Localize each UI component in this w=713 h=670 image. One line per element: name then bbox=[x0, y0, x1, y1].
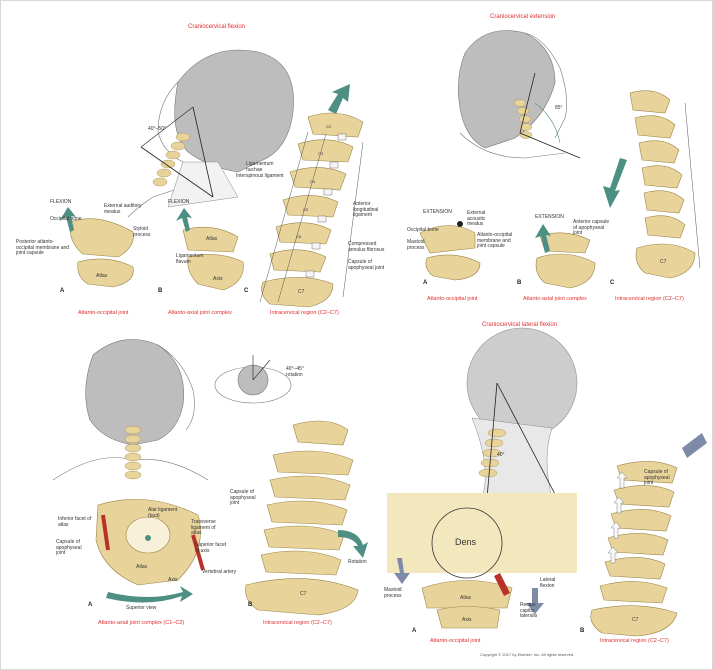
panel3-caption-b: Intracervical region (C2–C7) bbox=[263, 620, 332, 626]
svg-text:C5: C5 bbox=[303, 207, 309, 212]
label-flexion-b: FLEXION bbox=[168, 200, 189, 206]
panel2-caption-c: Intracervical region (C2–C7) bbox=[615, 296, 684, 302]
extension-angle-label: 85° bbox=[555, 106, 563, 112]
panel1-letter-b: B bbox=[158, 288, 162, 294]
label-atlanto-occ-mem: Atlanto-occipital membrane and joint cap… bbox=[477, 233, 519, 250]
neck-lateral bbox=[472, 418, 552, 498]
svg-text:C3: C3 bbox=[318, 151, 324, 156]
panel4-title: Craniocervical lateral flexion bbox=[482, 322, 557, 328]
label-atlas-a: Atlas bbox=[96, 274, 107, 280]
rotation-illustration bbox=[8, 330, 378, 665]
label-ext-aud: External auditory meatus bbox=[104, 204, 144, 215]
label-occ-bone: Occipital bone bbox=[407, 228, 439, 234]
label-c7-ext: C7 bbox=[660, 260, 666, 266]
flexion-arrow-c bbox=[328, 84, 350, 114]
label-atlas-lat: Atlas bbox=[460, 596, 471, 602]
cervical-column-ext bbox=[630, 91, 695, 278]
label-lig-nuchae: Ligamentum nuchae bbox=[246, 162, 286, 173]
label-ext-acoustic: External acoustic meatus bbox=[467, 211, 503, 228]
rotation-angle-label: 40°–45° rotation bbox=[286, 367, 308, 378]
label-styloid: Styloid process bbox=[133, 227, 163, 238]
panel1-caption-b: Atlanto-axial joint complex bbox=[168, 310, 232, 316]
label-occipital-bone: Occipital bone bbox=[50, 217, 82, 223]
label-capsule-b: Capsule of apophyseal joint bbox=[230, 490, 266, 507]
label-flexion-a: FLEXION bbox=[50, 200, 71, 206]
label-dens: Dens bbox=[455, 537, 476, 547]
label-ligamentum-flavum: Ligamentum flavum bbox=[176, 254, 210, 265]
head-outline-ext bbox=[458, 31, 555, 149]
panel1-letter-a: A bbox=[60, 288, 64, 294]
flexion-arrow-b bbox=[176, 208, 192, 232]
label-ant-long: Anterior longitudinal ligament bbox=[353, 202, 395, 219]
cervical-column-lateral bbox=[591, 461, 677, 636]
panel3-letter-b: B bbox=[248, 602, 252, 608]
label-superior-view: Superior view bbox=[126, 606, 156, 612]
label-extension-a: EXTENSION bbox=[423, 210, 452, 216]
head-outline bbox=[175, 50, 294, 172]
svg-text:C6: C6 bbox=[296, 234, 302, 239]
flexion-angle-label: 40°–50° bbox=[148, 127, 166, 133]
label-capsule: Capsule of apophyseal joint bbox=[348, 260, 390, 271]
panel2-caption-a: Atlanto-occipital joint bbox=[427, 296, 477, 302]
label-interspinous: Interspinous ligament bbox=[236, 174, 284, 180]
panel4-caption-b: Intracervical region (C2–C7) bbox=[600, 638, 669, 644]
panel2-letter-b: B bbox=[517, 280, 521, 286]
label-mastoid: Mastoid process bbox=[407, 240, 429, 251]
label-vertebral-artery: Vertebral artery bbox=[202, 570, 236, 576]
label-atlas-b: Atlas bbox=[206, 237, 217, 243]
panel3-letter-a: A bbox=[88, 602, 92, 608]
panel4-letter-a: A bbox=[412, 628, 416, 634]
copyright-line: Copyright © 2017 by Elsevier, Inc. All r… bbox=[480, 653, 574, 657]
atlas-ext-a bbox=[426, 255, 480, 280]
label-capsule-lat: Capsule of apophyseal joint bbox=[644, 470, 680, 487]
panel2-letter-a: A bbox=[423, 280, 427, 286]
label-rectus: Rectus capitis lateralis bbox=[520, 603, 550, 620]
rotation-arrow-b bbox=[338, 530, 368, 558]
axis-ext-b bbox=[536, 254, 595, 288]
label-sup-facet: Superior facet of axis bbox=[195, 543, 231, 554]
panel3-caption-a: Atlanto-axial joint complex (C1–C2) bbox=[98, 620, 184, 626]
occipital-bone-a bbox=[70, 219, 134, 257]
svg-text:C2: C2 bbox=[326, 124, 332, 129]
lateral-angle-label: 40° bbox=[497, 453, 505, 459]
label-axis-b: Axis bbox=[213, 277, 222, 283]
panel1-title: Craniocervical flexion bbox=[188, 24, 245, 30]
occiput-backdrop bbox=[387, 493, 577, 573]
panel-craniocervical-extension: Craniocervical extension 85° EXTENSION E… bbox=[405, 8, 710, 308]
panel-craniocervical-lateral-flexion: Craniocervical lateral flexion 40° Dens … bbox=[382, 318, 710, 668]
panel1-caption-c: Intracervical region (C2–C7) bbox=[270, 310, 339, 316]
panel2-caption-b: Atlanto-axial joint complex bbox=[523, 296, 587, 302]
label-c7-lat: C7 bbox=[632, 618, 638, 624]
label-alar: Alar ligament (taut) bbox=[148, 508, 178, 519]
label-axis-lat: Axis bbox=[462, 618, 471, 624]
label-post-atlanto: Posterior atlanto-occipital membrane and… bbox=[16, 240, 72, 257]
label-atlas-rot: Atlas bbox=[136, 565, 147, 571]
extension-arrow-c bbox=[603, 158, 627, 208]
panel1-caption-a: Atlanto-occipital joint bbox=[78, 310, 128, 316]
label-c7-rot: C7 bbox=[300, 592, 306, 598]
label-compressed: Compressed annulus fibrosus bbox=[348, 242, 390, 253]
label-mastoid-lat: Mastoid process bbox=[384, 588, 412, 599]
label-inf-facet: Inferior facet of atlas bbox=[58, 517, 94, 528]
label-lateral-flexion: Lateral flexion bbox=[540, 578, 566, 589]
label-ant-capsule: Anterior capsule of apophyseal joint bbox=[573, 220, 613, 237]
label-c7: C7 bbox=[298, 290, 304, 296]
rotation-arrow-a bbox=[106, 586, 193, 603]
panel1-letter-c: C bbox=[244, 288, 248, 294]
panel4-caption-a: Atlanto-occipital joint bbox=[430, 638, 480, 644]
label-axis-rot: Axis bbox=[168, 578, 177, 584]
label-transverse: Transverse ligament of atlas bbox=[191, 520, 227, 537]
panel2-letter-c: C bbox=[610, 280, 614, 286]
svg-text:C4: C4 bbox=[310, 179, 316, 184]
label-extension-b: EXTENSION bbox=[535, 215, 564, 221]
cervical-column-rot bbox=[246, 421, 359, 615]
panel2-title: Craniocervical extension bbox=[490, 14, 555, 20]
label-rotation: Rotation bbox=[348, 560, 367, 566]
panel4-letter-b: B bbox=[580, 628, 584, 634]
panel-craniocervical-rotation: 40°–45° rotation Inferior facet of atlas… bbox=[8, 330, 378, 665]
label-capsule-a: Capsule of apophyseal joint bbox=[56, 540, 92, 557]
